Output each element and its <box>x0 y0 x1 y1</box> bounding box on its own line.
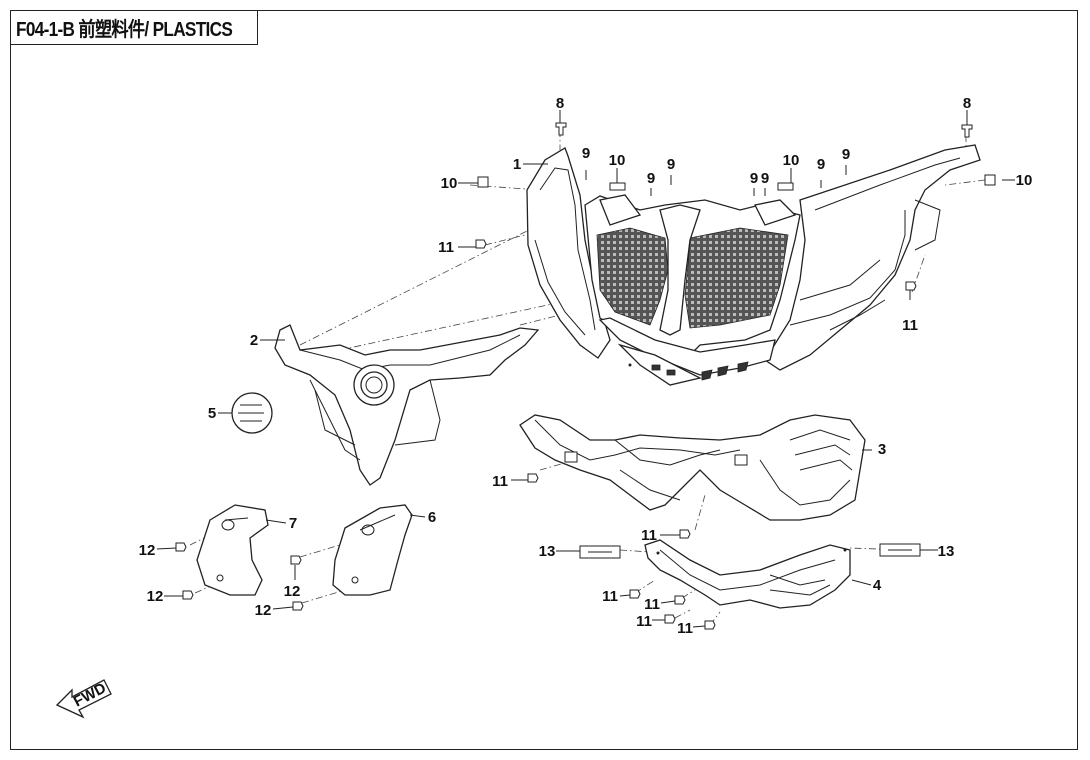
callout-7: 7 <box>289 515 297 532</box>
callout-9: 9 <box>842 146 850 163</box>
callout-11: 11 <box>492 473 508 490</box>
callout-3: 3 <box>878 441 886 458</box>
callout-11: 11 <box>677 620 693 637</box>
part-3-lower-cowl <box>519 414 866 539</box>
callout-11: 11 <box>641 527 657 544</box>
callout-12: 12 <box>147 588 164 605</box>
callout-11: 11 <box>438 239 454 256</box>
callout-13: 13 <box>539 543 556 560</box>
callout-13: 13 <box>938 543 955 560</box>
callout-11: 11 <box>636 613 652 630</box>
part-2-front-fascia <box>274 324 540 486</box>
callout-labels: 8 8 1 9 10 9 9 9 9 10 9 9 10 10 11 11 2 … <box>139 95 1033 637</box>
callout-9: 9 <box>667 156 675 173</box>
callout-2: 2 <box>250 332 258 349</box>
fwd-label: FWD <box>71 679 109 710</box>
callout-12: 12 <box>284 583 301 600</box>
callout-10: 10 <box>783 152 800 169</box>
callout-5: 5 <box>208 405 216 422</box>
callout-6: 6 <box>428 509 436 526</box>
callout-4: 4 <box>873 577 882 594</box>
callout-11: 11 <box>602 588 618 605</box>
part-7-side-cover <box>175 504 269 600</box>
callout-9: 9 <box>647 170 655 187</box>
callout-8: 8 <box>963 95 971 112</box>
callout-10: 10 <box>1016 172 1033 189</box>
title-box: F04-1-B 前塑料件/ PLASTICS <box>10 10 258 45</box>
callout-11: 11 <box>644 596 660 613</box>
part-6-side-cover <box>290 504 413 611</box>
callout-9: 9 <box>750 170 758 187</box>
callout-8: 8 <box>556 95 564 112</box>
callout-10: 10 <box>609 152 626 169</box>
callout-9: 9 <box>761 170 769 187</box>
callout-10: 10 <box>441 175 458 192</box>
callout-12: 12 <box>255 602 272 619</box>
fwd-arrow: FWD <box>55 679 112 719</box>
part-1-front-body-panel <box>526 144 981 386</box>
leader-lines <box>156 110 1015 628</box>
callout-12: 12 <box>139 542 156 559</box>
part-4-skid-guard <box>579 539 921 630</box>
hardware-top <box>475 122 996 291</box>
callout-9: 9 <box>817 156 825 173</box>
callout-9: 9 <box>582 145 590 162</box>
part-5-round-cover <box>231 392 273 434</box>
drawing-frame <box>10 10 1078 750</box>
page-title: F04-1-B 前塑料件/ PLASTICS <box>16 18 233 41</box>
callout-11: 11 <box>902 317 918 334</box>
callout-1: 1 <box>513 156 521 173</box>
